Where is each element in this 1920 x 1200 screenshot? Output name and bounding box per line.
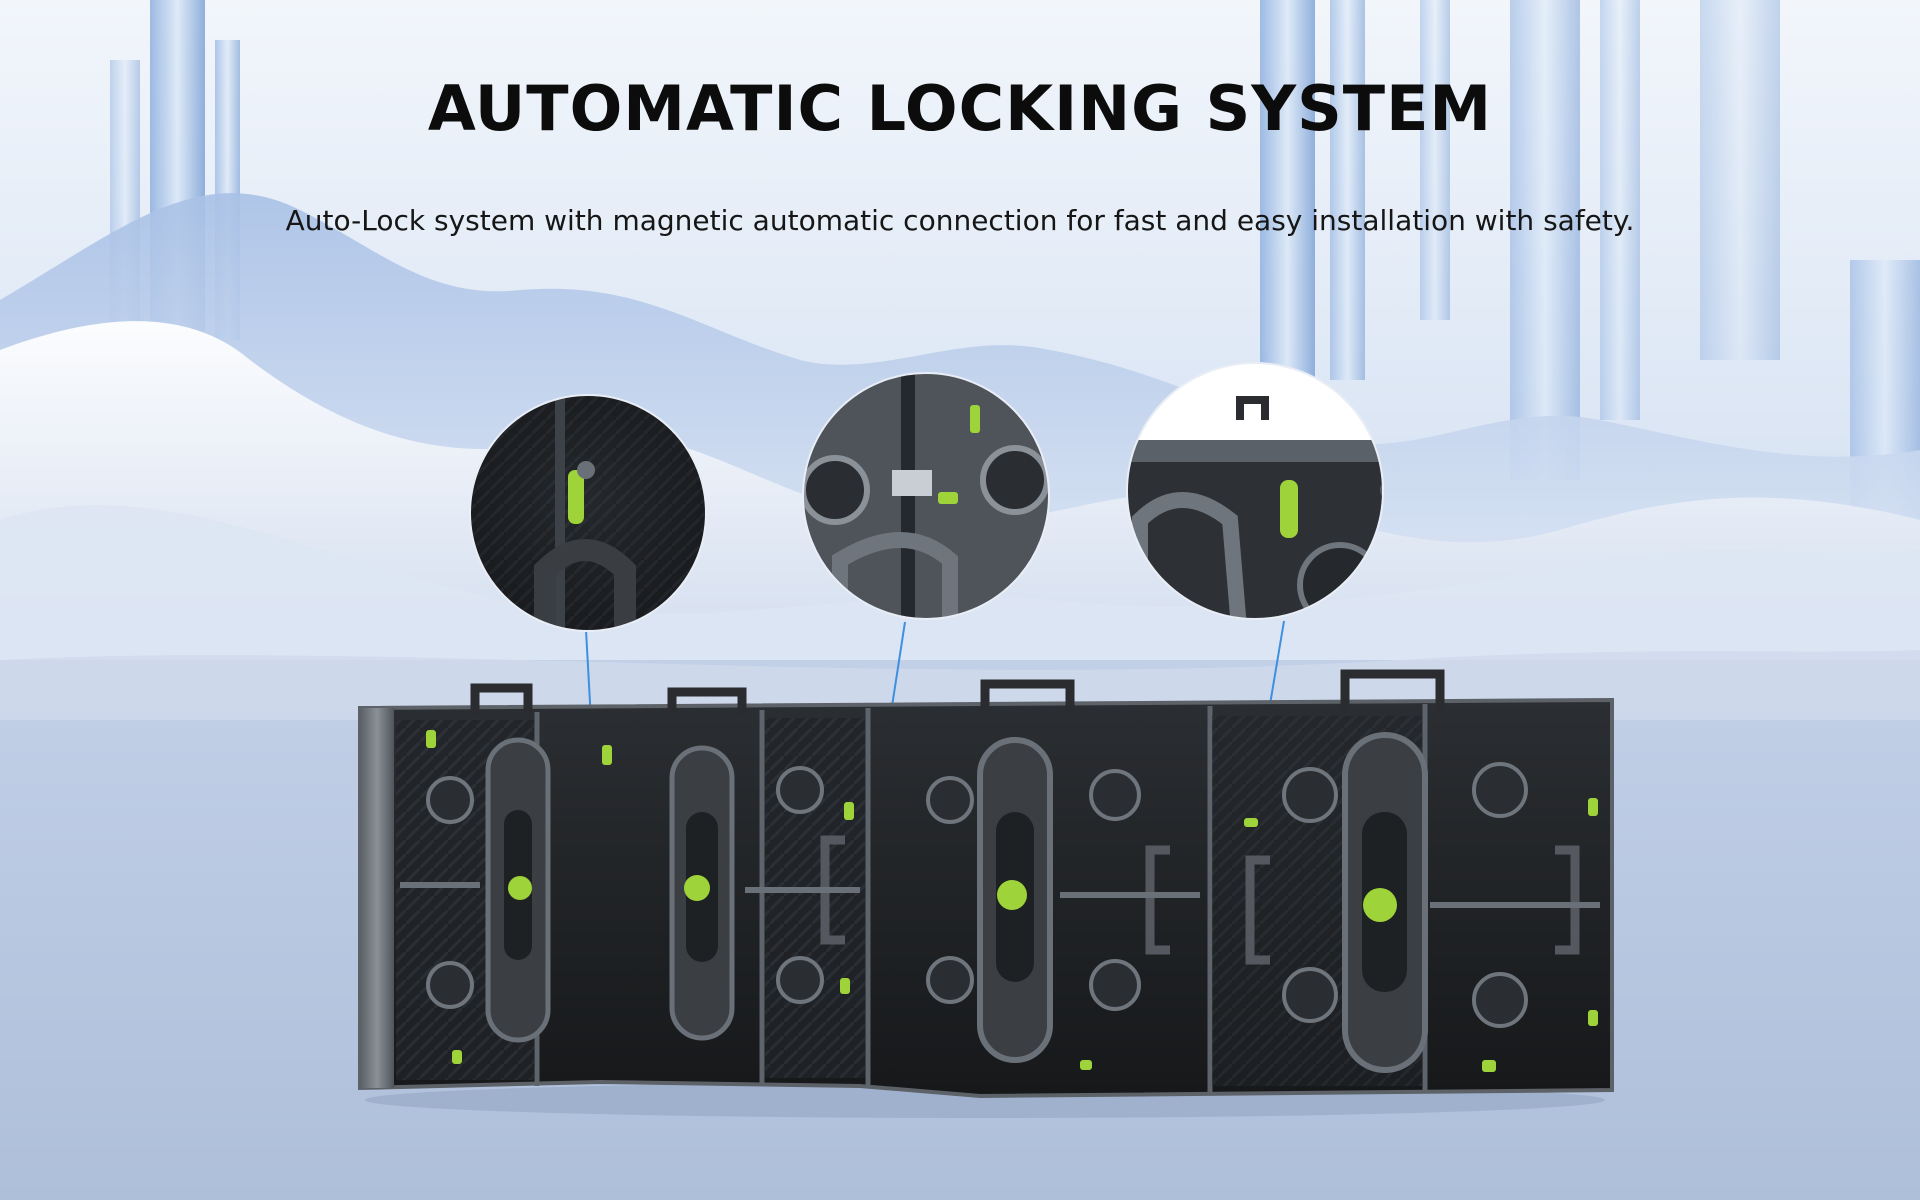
led-cabinet-assembly: [358, 669, 1614, 1118]
magnifier-detail-icon: [469, 394, 707, 632]
page-subtitle: Auto-Lock system with magnetic automatic…: [285, 204, 1635, 237]
magnifier-detail-icon: [802, 372, 1050, 620]
glass-pillars-right: [1260, 0, 1920, 540]
page-title: AUTOMATIC LOCKING SYSTEM: [427, 72, 1493, 145]
